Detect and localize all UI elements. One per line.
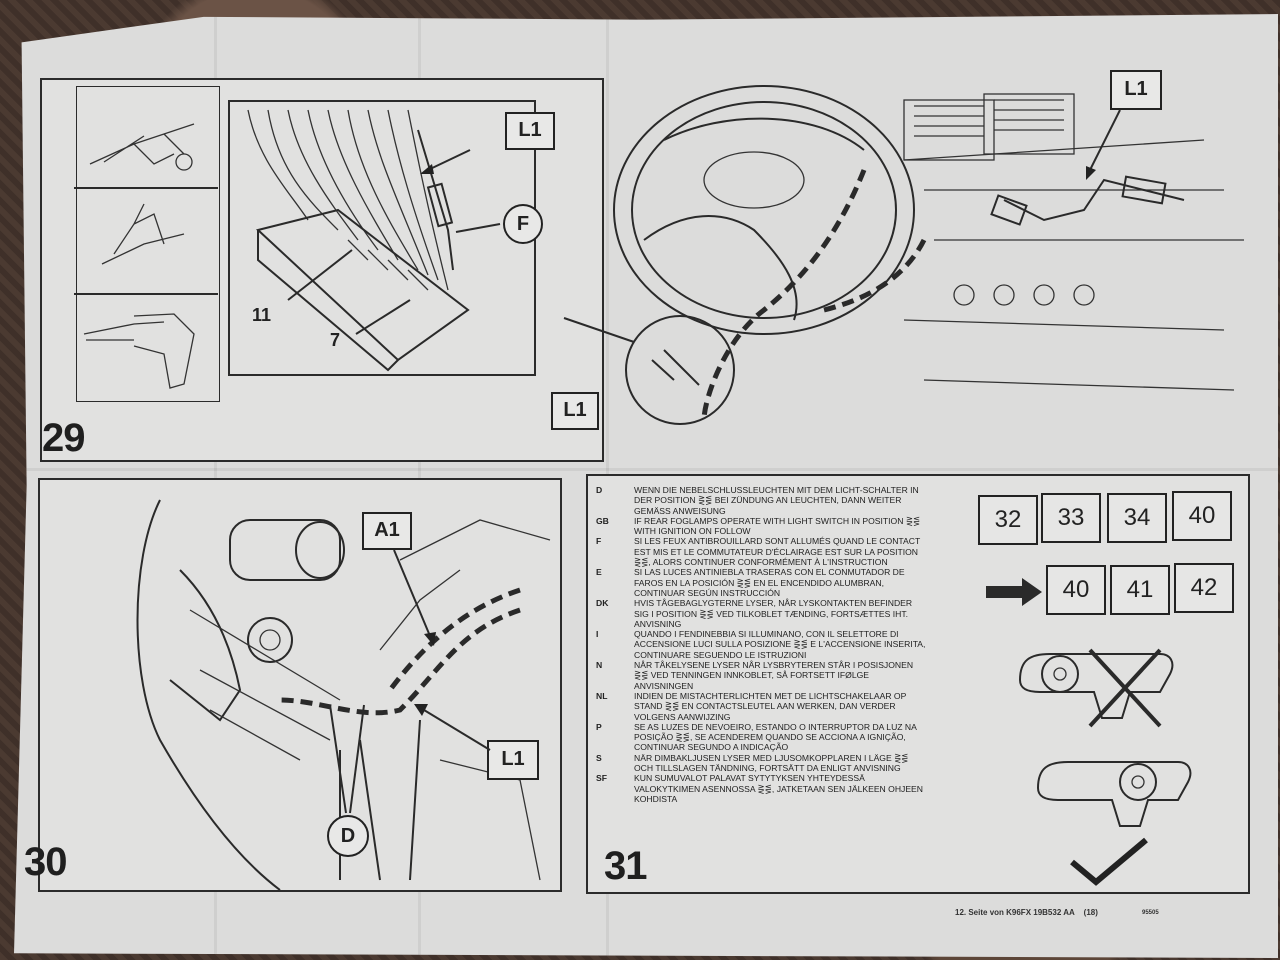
- step-box: 42: [1174, 563, 1234, 613]
- step-box: 40: [1172, 491, 1232, 541]
- instruction-row: SNär dimbakljusen lyser med ljusomkoppla…: [596, 752, 909, 774]
- panel-31: [586, 474, 1250, 894]
- label-d: D: [327, 815, 369, 857]
- checkmark-icon: [1070, 837, 1148, 886]
- steering-column-drawing: [136, 499, 551, 891]
- instruction-list: DWenn die Nebelschlußleuchten mit dem Li…: [596, 485, 926, 804]
- pictogram-tools: [74, 123, 218, 389]
- dashboard-right-drive-icon: [1036, 761, 1192, 827]
- leader-d: [329, 704, 365, 814]
- instruction-row: SFKun sumuvalot palavat sytytyksen yhtey…: [596, 773, 923, 804]
- instruction-row: NLIndien de mistachterlichten met de lic…: [596, 690, 907, 722]
- instruction-row: GBIf rear foglamps operate with light sw…: [596, 515, 921, 537]
- panel-30: [38, 478, 562, 892]
- leader-lines-29: [287, 149, 501, 335]
- instruction-row: DKHvis tågebaglygterne lyser, når lyskon…: [596, 598, 913, 629]
- step-box: 34: [1107, 493, 1167, 543]
- dashboard-drawing: [563, 85, 1244, 425]
- step-box: 41: [1110, 565, 1170, 615]
- leader-a1: [393, 549, 436, 646]
- fold-line-horizontal: [14, 468, 1278, 471]
- step-box: 33: [1041, 493, 1101, 543]
- panel-number: 31: [604, 844, 647, 888]
- step-box: 32: [978, 495, 1038, 545]
- instruction-row: IQuando i fendinebbia si illuminano, con…: [596, 629, 926, 660]
- label-a1: A1: [362, 512, 412, 550]
- label-l1-panel30: L1: [487, 740, 539, 780]
- dashboard-left-drive-icon: [1018, 648, 1174, 728]
- callout-7: 7: [330, 330, 341, 350]
- panel-number: 29: [42, 416, 85, 460]
- callout-11: 11: [252, 305, 272, 325]
- instruction-row: DWenn die Nebelschlußleuchten mit dem Li…: [596, 485, 919, 516]
- label-f: F: [503, 204, 543, 244]
- footer-code: 95505: [1142, 910, 1159, 916]
- instruction-row: FSi les feux antibrouillard sont allumés…: [596, 536, 921, 568]
- label-l1-dashboard: L1: [1110, 70, 1162, 110]
- instruction-row: PSe as luzes de nevoeiro, estando o inte…: [596, 721, 917, 753]
- panel-number: 30: [24, 840, 67, 884]
- instruction-row: ESi las luces antiniebla traseras con el…: [596, 567, 905, 598]
- connector-drawing: [247, 109, 470, 372]
- leader-l1-dashboard: [1086, 109, 1121, 180]
- instruction-row: NNår tåkelysene lyser når lysbryteren st…: [596, 660, 914, 691]
- arrow-right-icon: [986, 578, 1042, 606]
- label-l1-bottom: L1: [551, 392, 599, 430]
- label-l1-top: L1: [505, 112, 555, 150]
- leader-l1-panel30: [414, 704, 491, 751]
- footer-page-ref: 12. Seite von K96FX 19B532 AA (18): [955, 908, 1098, 917]
- step-box: 40: [1046, 565, 1106, 615]
